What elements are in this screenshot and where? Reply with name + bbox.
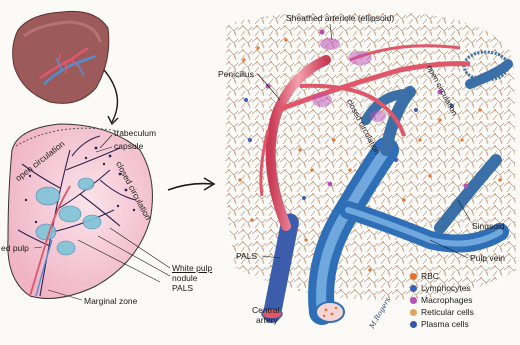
legend-label: RBC — [421, 271, 439, 281]
legend-label: Macrophages — [421, 295, 473, 305]
label-central-artery-2: artery — [256, 316, 278, 325]
legend-label: Plasma cells — [421, 319, 469, 329]
legend-label: Lymphocytes — [421, 283, 471, 293]
reticular-cell-swatch-icon — [410, 309, 417, 316]
label-red-pulp: ed pulp — [1, 244, 29, 253]
label-central-artery-1: Central — [252, 306, 279, 315]
arrow-zoom-in — [104, 70, 117, 122]
rbc-swatch-icon — [410, 273, 417, 280]
microcirculation-panel — [225, 12, 516, 322]
label-pals-left: PALS — [172, 284, 193, 293]
label-capsule: capsule — [114, 142, 143, 151]
label-trabeculum: trabeculum — [114, 129, 156, 138]
label-sheathed-arteriole: Sheathed arteriole (ellipsoid) — [286, 14, 394, 23]
lymphocyte-swatch-icon — [410, 285, 417, 292]
macrophage-swatch-icon — [410, 297, 417, 304]
label-white-pulp: White pulp — [172, 264, 212, 273]
whole-spleen — [13, 11, 109, 103]
legend-item-reticular-cells: Reticular cells — [410, 308, 474, 317]
legend-item-plasma-cells: Plasma cells — [410, 320, 469, 329]
legend-item-macrophages: Macrophages — [410, 296, 473, 305]
label-penicillus: Penicillus — [218, 70, 254, 79]
label-nodule: nodule — [172, 274, 198, 283]
plasma-cell-swatch-icon — [410, 321, 417, 328]
legend-label: Reticular cells — [421, 307, 474, 317]
legend-item-lymphocytes: Lymphocytes — [410, 284, 471, 293]
label-sinusoid: Sinusoid — [472, 222, 505, 231]
label-pulp-vein: Pulp vein — [470, 254, 505, 263]
label-marginal-zone: Marginal zone — [84, 297, 137, 306]
label-pals-right: PALS — [236, 252, 257, 261]
legend-item-rbc: RBC — [410, 272, 439, 281]
